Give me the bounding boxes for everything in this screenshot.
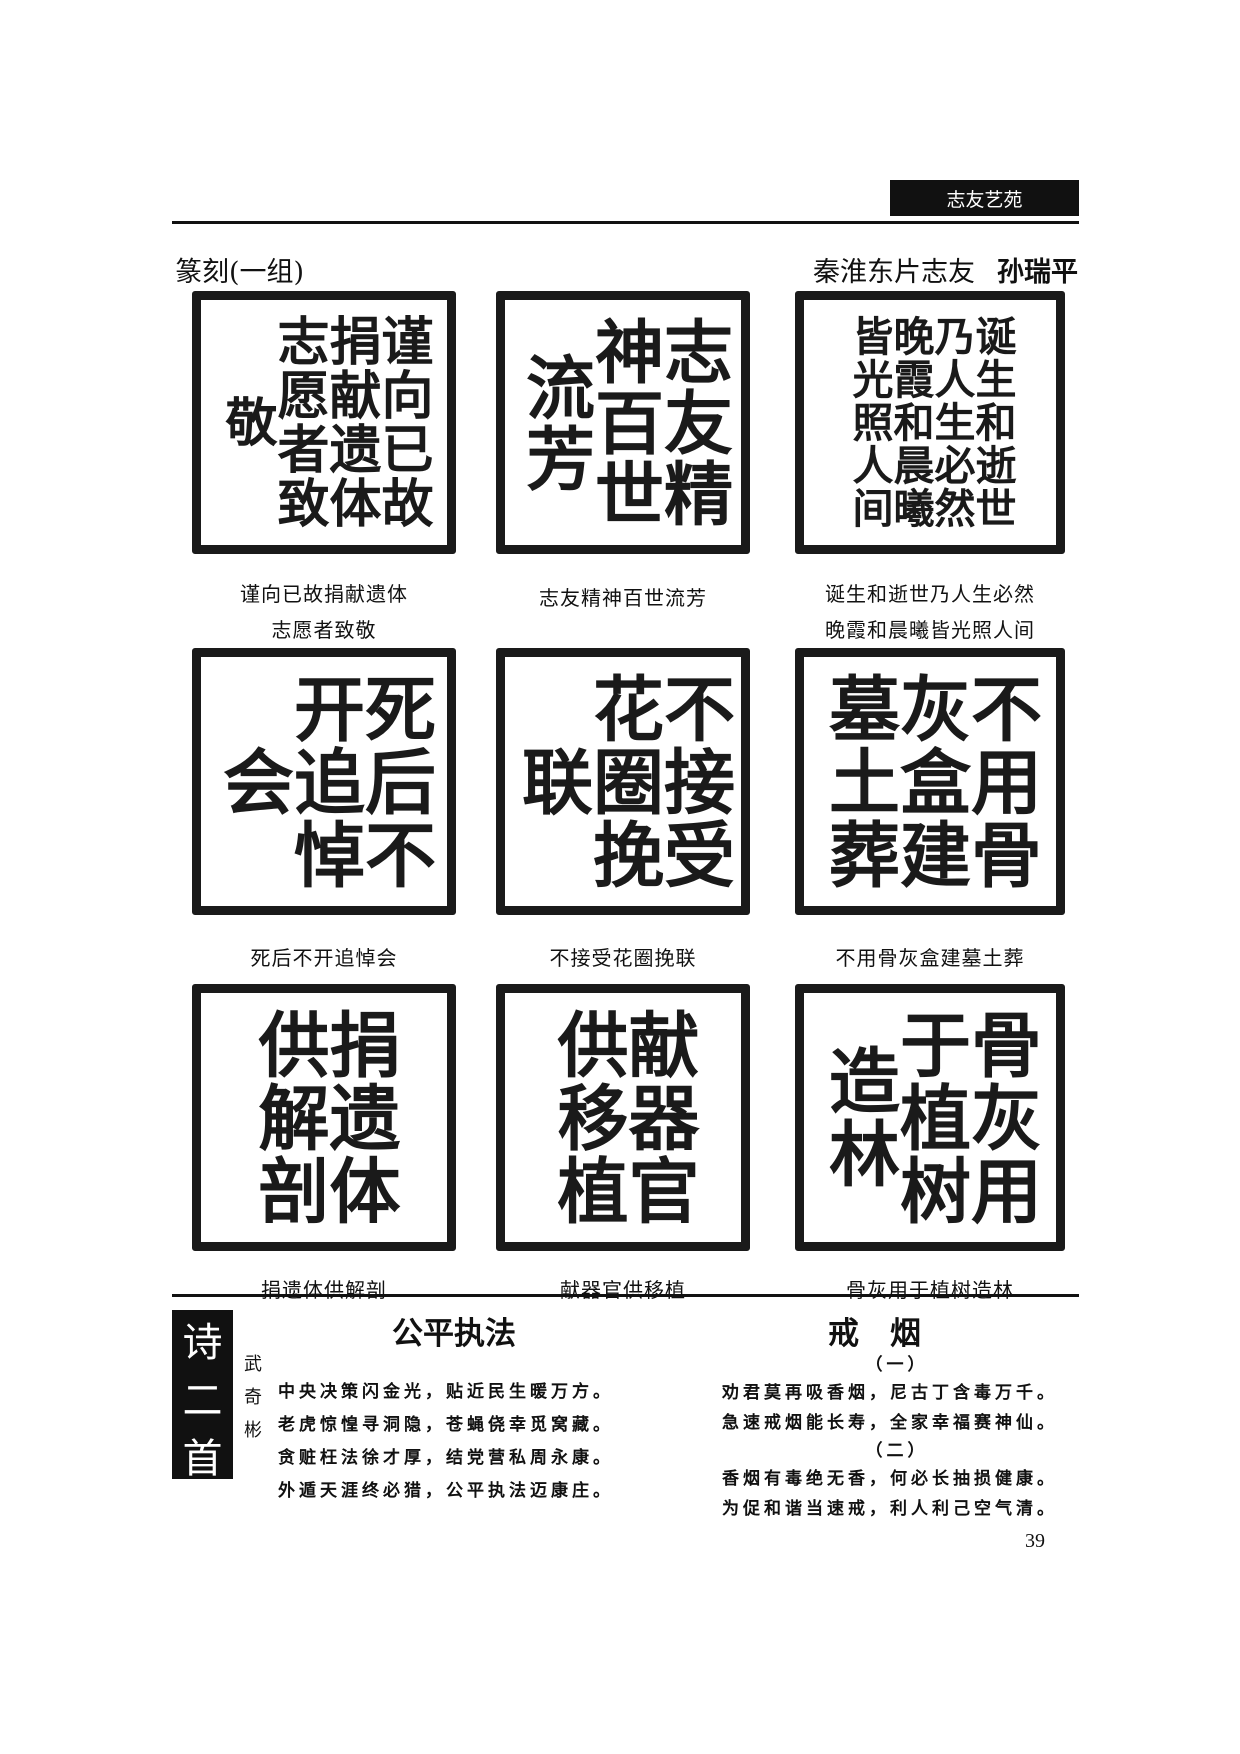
poem-line: 外遁天涯终必猎，公平执法迈康庄。 [278, 1481, 614, 1501]
seal-image: 献器官供移植 [496, 984, 750, 1251]
article-byline: 秦淮东片志友孙瑞平 [813, 250, 1078, 289]
affiliation: 秦淮东片志友 [813, 257, 975, 288]
poet-char: 武 [244, 1354, 262, 1375]
poem-section-tag: 诗 二 首 [172, 1310, 233, 1482]
seal-image: 不接受花圈挽联 [496, 648, 750, 915]
caption-line: 不接受花圈挽联 [549, 946, 697, 970]
tag-char: 首 [182, 1436, 223, 1482]
seal-caption: 捐遗体供解剖 [172, 1272, 476, 1308]
caption-line: 死后不开追悼会 [250, 946, 398, 970]
poem-part-label: （二） [865, 1441, 929, 1461]
poet-char: 彬 [244, 1420, 262, 1441]
poem-line: 贪赃枉法徐才厚，结党营私周永康。 [278, 1448, 614, 1468]
poem2-title: 戒 烟 [828, 1316, 921, 1352]
caption-line: 献器官供移植 [560, 1278, 686, 1302]
caption-line: 捐遗体供解剖 [261, 1278, 387, 1302]
caption-line: 志友精神百世流芳 [539, 586, 707, 610]
seal-caption: 不用骨灰盒建墓土葬 [775, 940, 1085, 976]
poem-part-label: （一） [865, 1355, 929, 1375]
seal-image: 捐遗体供解剖 [192, 984, 456, 1251]
author-name: 孙瑞平 [997, 257, 1078, 288]
page-number: 39 [1025, 1530, 1045, 1552]
poem-line: 劝君莫再吸香烟，尼古丁含毒万千。 [722, 1383, 1058, 1403]
tag-char: 诗 [182, 1320, 223, 1366]
caption-line: 谨向已故捐献遗体 [240, 582, 408, 606]
seal-caption: 死后不开追悼会 [172, 940, 476, 976]
seal-caption: 志友精神百世流芳 [476, 580, 770, 616]
seal-image: 志友精神百世流芳 [496, 291, 750, 554]
seal-caption: 不接受花圈挽联 [476, 940, 770, 976]
caption-line: 晚霞和晨曦皆光照人间 [825, 618, 1035, 642]
tag-char: 二 [182, 1378, 223, 1424]
poem-line: 香烟有毒绝无香，何必长抽损健康。 [722, 1469, 1058, 1489]
caption-line: 骨灰用于植树造林 [846, 1278, 1014, 1302]
article-title: 篆刻(一组) [175, 257, 305, 288]
seal-caption: 诞生和逝世乃人生必然晚霞和晨曦皆光照人间 [775, 576, 1085, 648]
poem1-title: 公平执法 [392, 1316, 516, 1352]
caption-line: 志愿者致敬 [271, 618, 377, 642]
poem-line: 老虎惊惶寻洞隐，苍蝇侥幸觅窝藏。 [278, 1415, 614, 1435]
poet-char: 奇 [244, 1387, 262, 1408]
poem1-body: 中央决策闪金光，贴近民生暖万方。 老虎惊惶寻洞隐，苍蝇侥幸觅窝藏。 贪赃枉法徐才… [278, 1376, 614, 1508]
seal-caption: 谨向已故捐献遗体志愿者致敬 [172, 576, 476, 648]
poet-name: 武 奇 彬 [244, 1348, 264, 1447]
poem-line: 中央决策闪金光，贴近民生暖万方。 [278, 1382, 614, 1402]
seal-caption: 骨灰用于植树造林 [775, 1272, 1085, 1308]
caption-line: 诞生和逝世乃人生必然 [825, 582, 1035, 606]
header-rule [172, 221, 1079, 224]
caption-line: 不用骨灰盒建墓土葬 [835, 946, 1025, 970]
poem-line: 急速戒烟能长寿，全家幸福赛神仙。 [722, 1413, 1058, 1433]
seal-image: 骨灰用于植树造林 [795, 984, 1065, 1251]
seal-caption: 献器官供移植 [476, 1272, 770, 1308]
seal-image: 诞生和逝世乃人生必然晚霞和晨曦皆光照人间 [795, 291, 1065, 554]
section-tag: 志友艺苑 [890, 180, 1079, 216]
poem2-body: （一） 劝君莫再吸香烟，尼古丁含毒万千。 急速戒烟能长寿，全家幸福赛神仙。 （二… [722, 1352, 1072, 1524]
section-rule [172, 1294, 1079, 1297]
seal-image: 谨向已故捐献遗体志愿者致敬 [192, 291, 456, 554]
seal-image: 不用骨灰盒建墓土葬 [795, 648, 1065, 915]
seal-image: 死后不开追悼会 [192, 648, 456, 915]
poem-line: 为促和谐当速戒，利人利己空气清。 [722, 1499, 1058, 1519]
